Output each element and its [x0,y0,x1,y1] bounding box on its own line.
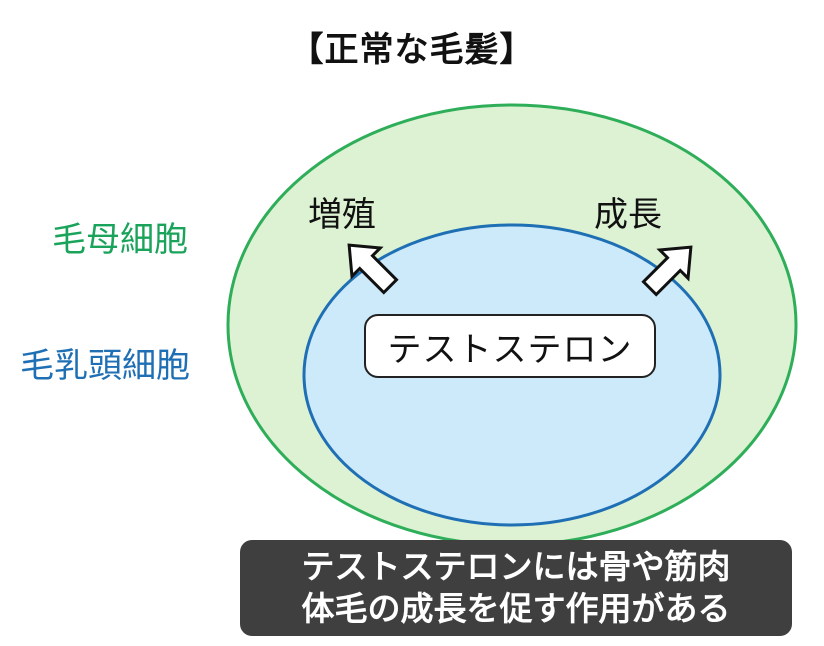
caption-line-2: 体毛の成長を促す作用がある [301,589,731,628]
arrow-up-right-icon [641,245,693,297]
caption-box: テストステロンには骨や筋肉 体毛の成長を促す作用がある [240,540,792,636]
outer-cell-label: 毛母細胞 [52,220,188,260]
proliferation-label: 増殖 [308,195,376,235]
diagram-title: 【正常な毛髪】 [289,30,535,70]
caption-line-1: テストステロンには骨や筋肉 [301,547,731,586]
arrow-up-left-icon [347,243,399,295]
growth-label: 成長 [594,195,662,235]
inner-cell-label: 毛乳頭細胞 [20,346,190,386]
hormone-box: テストステロン [364,314,656,378]
